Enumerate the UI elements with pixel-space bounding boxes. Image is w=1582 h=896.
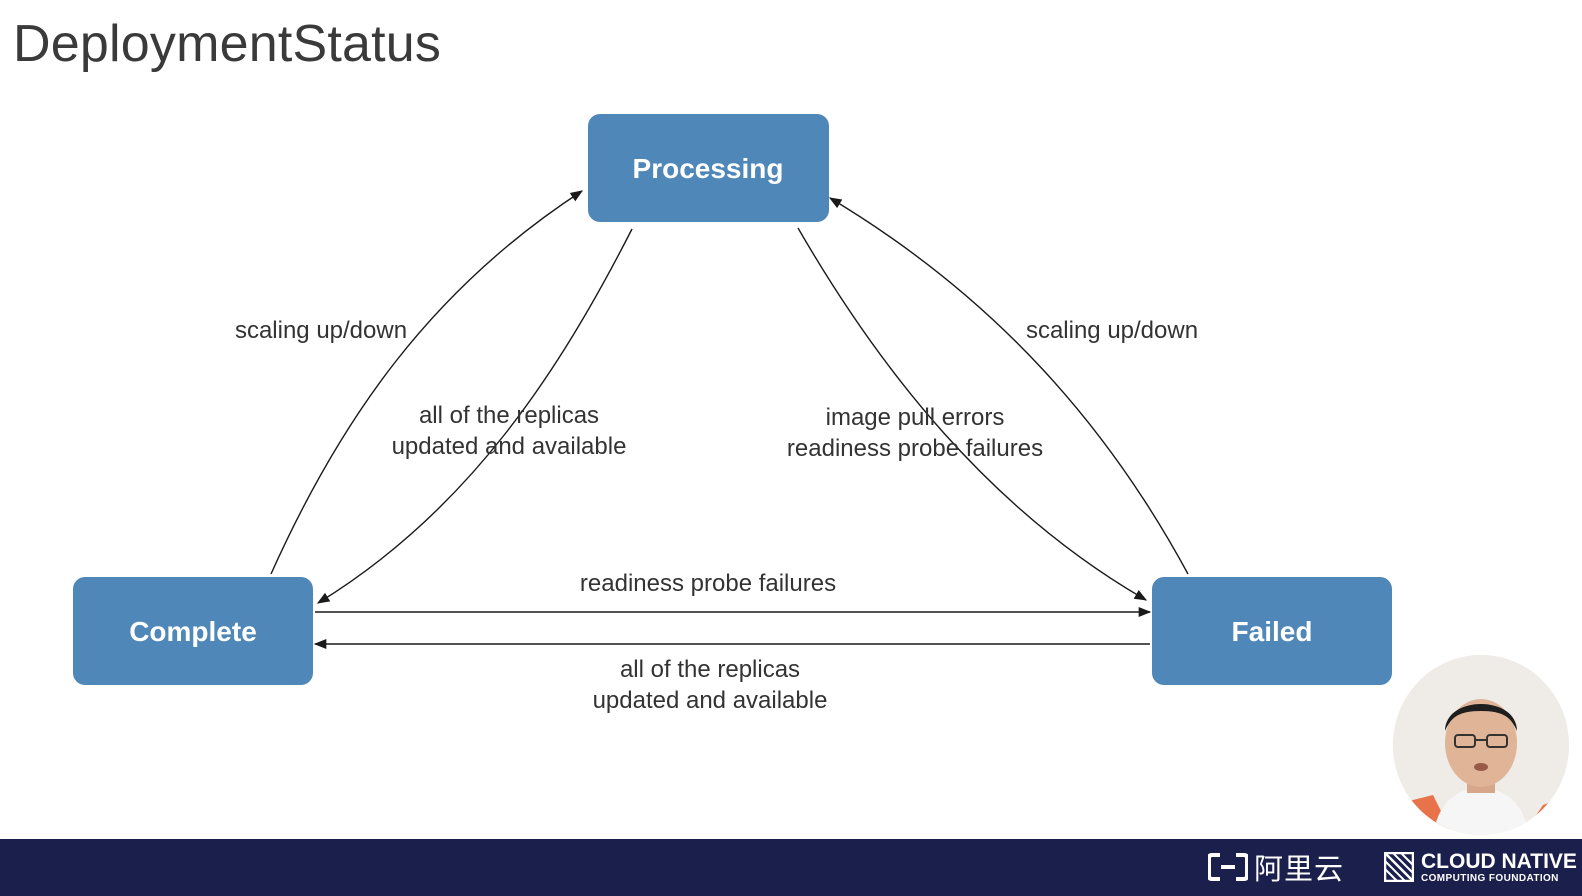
node-processing: Processing [588,114,829,222]
cncf-logo-icon [1384,852,1414,882]
edge-label-processing-to-complete-line1: all of the replicas [419,402,599,429]
node-complete: Complete [73,577,313,685]
cncf-logo-line2: COMPUTING FOUNDATION [1421,872,1559,884]
edge-label-complete-to-failed: readiness probe failures [580,570,836,597]
aliyun-logo: 阿里云 [1208,849,1345,886]
slide-title: DeploymentStatus [13,15,442,73]
cncf-logo-text: CLOUD NATIVE COMPUTING FOUNDATION [1421,851,1577,884]
footer-bar: 阿里云 CLOUD NATIVE COMPUTING FOUNDATION [0,839,1582,896]
cncf-logo: CLOUD NATIVE COMPUTING FOUNDATION [1384,849,1577,885]
node-complete-label: Complete [129,616,257,647]
node-processing-label: Processing [633,153,784,184]
node-failed: Failed [1152,577,1392,685]
node-failed-label: Failed [1232,616,1313,647]
edge-failed-to-processing [828,197,1189,575]
presenter-icon [1393,655,1569,835]
aliyun-logo-icon [1208,853,1248,881]
aliyun-logo-text: 阿里云 [1254,852,1345,886]
cncf-logo-line1: CLOUD NATIVE [1421,849,1577,873]
edge-label-failed-to-complete-line1: all of the replicas [620,656,800,683]
edge-complete-to-processing [270,190,584,575]
edge-label-complete-to-processing: scaling up/down [235,317,407,344]
edge-processing-to-complete [316,228,633,604]
edge-processing-to-failed [797,227,1148,601]
edge-label-processing-to-failed-line2: readiness probe failures [787,435,1043,462]
edge-label-processing-to-complete-line2: updated and available [392,433,627,460]
edge-label-processing-to-failed-line1: image pull errors [826,404,1005,431]
edge-label-failed-to-processing: scaling up/down [1026,317,1198,344]
presenter-video [1393,655,1569,835]
edge-label-failed-to-complete-line2: updated and available [593,687,828,714]
